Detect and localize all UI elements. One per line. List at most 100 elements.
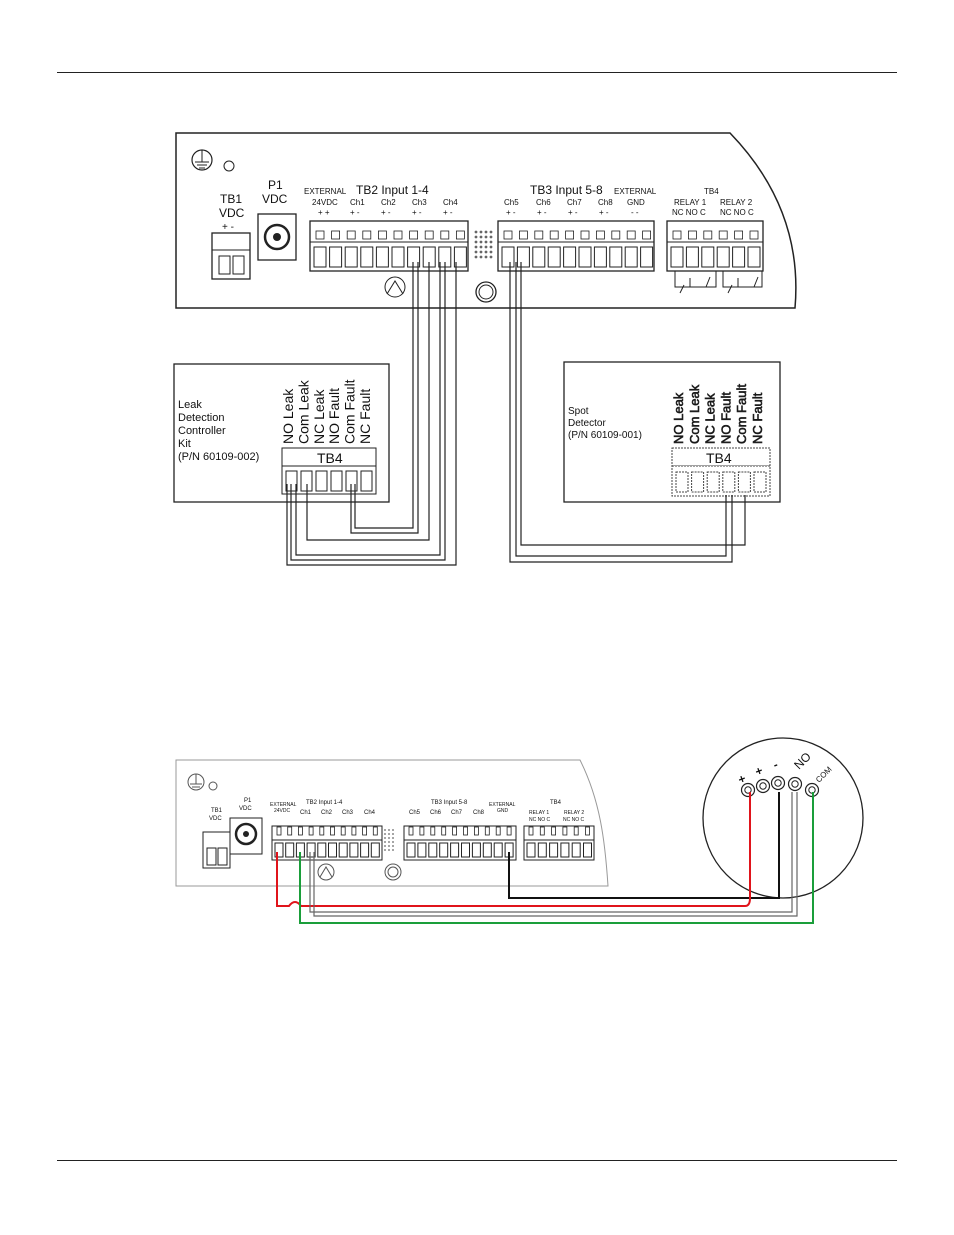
relay1-2: RELAY 1 [529,810,549,816]
terminal-screw [528,826,534,836]
name-line: Spot [568,406,589,417]
terminal-cell [578,246,592,268]
dot [479,235,483,239]
ground-icon [191,149,213,171]
terminal-cell [571,842,581,858]
led-indicator [223,160,235,172]
dot [384,833,386,835]
dot [484,240,488,244]
rotary-switch-icon-2 [317,863,335,881]
terminal-screw [441,826,447,836]
terminal-cell [609,246,623,268]
terminal-label: NO Leak [280,388,296,444]
terminal-label: NO Fault [326,388,342,444]
terminal-cell [670,246,684,268]
relay2-contacts: NC NO C [720,208,754,217]
tb3-ch6: Ch6 [536,198,551,207]
terminal-label: NC Leak [703,393,718,444]
tb3-ch6-2: Ch6 [430,810,442,816]
terminal-cell [563,246,577,268]
name-line: Controller [178,425,226,437]
rotary-switch-icon [384,276,406,298]
tb3-ch7: Ch7 [567,198,582,207]
dot [489,230,493,234]
dot [384,841,386,843]
p1-power-jack [257,213,297,261]
terminal-screw [331,230,341,240]
terminal-screw [463,826,468,836]
tb2-ch2-pol: + - [381,208,391,217]
tb3-ch5: Ch5 [504,198,519,207]
terminal-cell [560,842,570,858]
terminal-cell [450,842,460,858]
tb2-terminal-block [309,220,469,272]
terminal-cell [753,471,767,493]
tb2-ch1: Ch1 [350,198,365,207]
terminal-screw [503,230,513,240]
dot [484,255,488,259]
terminal-screw [549,230,559,240]
terminal-screw [430,826,436,836]
wire-ch3-a [354,262,414,529]
detector-term-1: + [736,771,747,787]
terminal-screw [484,826,490,836]
terminal-label: NC Leak [311,389,327,444]
terminal-screw [506,826,512,836]
terminal-cell [330,470,343,492]
dot [484,230,488,234]
wire-gray-2 [313,792,798,917]
dot [484,245,488,249]
tb1-sub-2: VDC [209,816,222,822]
terminal-cell [360,842,370,858]
name-line: Detector [568,418,606,429]
connector-dots-2 [384,829,394,851]
wire-green [299,792,814,924]
leak-tb4-label: TB4 [317,450,343,466]
terminal-screw [351,826,357,836]
terminal-cell [701,246,715,268]
p1-sub-2: VDC [239,806,252,812]
terminal-label: Com Leak [295,379,311,444]
terminal-label: NC Fault [750,392,765,444]
diagram1-wires [286,262,746,566]
terminal-cell [516,246,530,268]
terminal-screw [703,230,713,240]
tb3-terminal-block [497,220,655,272]
terminal-screw [419,826,425,836]
tb2-ch1-pol: + - [350,208,360,217]
wire-gray-1 [309,792,793,913]
terminal-cell [549,842,559,858]
tb3-ch6-pol: + - [537,208,547,217]
controller-housing [175,132,797,309]
mounting-hole-2 [384,863,402,881]
name-line: (P/N 60109-002) [178,451,259,463]
tb2-ch3: Ch3 [412,198,427,207]
dot [392,841,394,843]
dot [392,849,394,851]
detector-term-3: - [771,757,780,772]
terminal-screw [340,826,346,836]
tb3-title: TB3 Input 5-8 [530,183,603,197]
terminal-screw [611,230,621,240]
terminal-screw [688,230,697,240]
terminal-cell [583,842,592,858]
terminal-cell [306,842,316,858]
tb1-terminal-block [211,232,251,280]
tb4-relay-block [666,220,764,294]
tb3-ext-2: EXTERNAL [489,802,516,808]
tb2-ext2-2: 24VDC [274,808,291,814]
footer-rule [57,1160,897,1161]
tb3-ch7-2: Ch7 [451,810,463,816]
tb4-title: TB4 [704,187,719,196]
tb3-ch5-pol: + - [506,208,516,217]
detector-screw [755,778,771,794]
dot [474,255,478,259]
terminal-label: Com Fault [342,379,358,444]
terminal-label: NO Leak [671,392,686,444]
terminal-cell [428,842,438,858]
terminal-screw [424,230,434,240]
